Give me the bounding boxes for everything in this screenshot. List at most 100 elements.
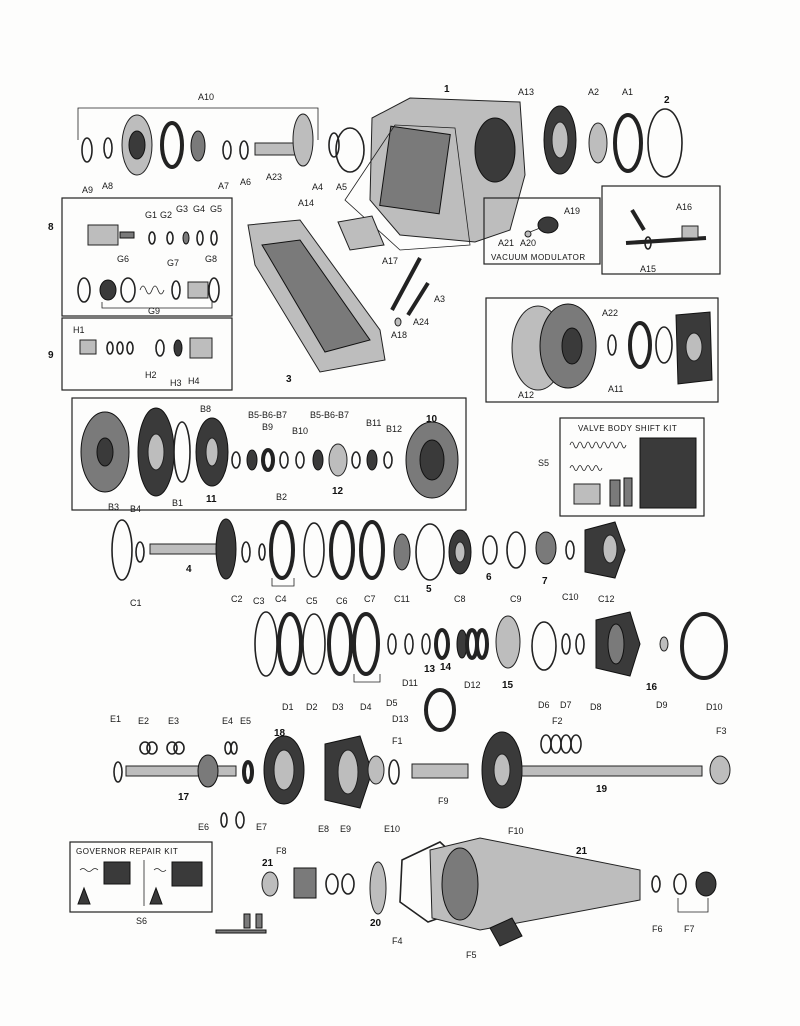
label-c12: C12	[598, 594, 615, 604]
label-g9: G9	[148, 306, 160, 316]
label-d10: D10	[706, 702, 723, 712]
box-governor-repair-kit: GOVERNOR REPAIR KIT S6	[69, 841, 213, 926]
label-b9: B9	[262, 422, 273, 432]
label-e6: E6	[198, 822, 209, 832]
label-h2: H2	[145, 370, 157, 380]
label-d13: D13	[392, 714, 409, 724]
part-a2	[588, 122, 608, 164]
label-g6: G6	[117, 254, 129, 264]
label-9: 9	[48, 350, 54, 361]
box-valve-body-shift-kit: VALVE BODY SHIFT KIT S5	[538, 417, 705, 517]
part-pump-cover	[292, 113, 314, 167]
part-a19	[537, 216, 559, 234]
box-group-b: B8 B5-B6-B7 B5-B6-B7 B9 B10 B11 B12 10 B…	[71, 397, 467, 514]
label-c7: C7	[364, 594, 376, 604]
part-21-extension-housing	[429, 837, 641, 931]
label-c6: C6	[336, 596, 348, 606]
label-s5: S5	[538, 458, 549, 468]
label-a3: A3	[434, 294, 445, 304]
part-c10	[565, 540, 575, 560]
part-a1	[613, 113, 643, 173]
label-a5: A5	[336, 182, 347, 192]
label-6: 6	[486, 572, 492, 583]
label-c10: C10	[562, 592, 579, 602]
part-e10	[388, 759, 400, 785]
label-b11: B11	[366, 418, 381, 428]
label-b1: B1	[172, 498, 183, 508]
label-e1: E1	[110, 714, 121, 724]
part-d9	[659, 636, 669, 652]
label-a16: A16	[676, 202, 692, 212]
part-c3	[258, 543, 266, 561]
group-a10: A10 A9 A8 A7 A6 A23 A4 A5	[77, 92, 365, 195]
label-d6: D6	[538, 700, 550, 710]
label-5: 5	[426, 584, 432, 595]
vacuum-modulator-frame	[483, 197, 601, 265]
part-pump-gear	[190, 130, 206, 162]
part-d7	[561, 633, 571, 655]
label-d3: D3	[332, 702, 344, 712]
label-1: 1	[444, 84, 450, 95]
box-a22-frame	[485, 297, 719, 403]
label-e4: E4	[222, 716, 233, 726]
label-d1: D1	[282, 702, 294, 712]
label-a12: A12	[518, 390, 534, 400]
part-d4	[352, 612, 380, 676]
label-d5: D5	[386, 698, 398, 708]
label-a11: A11	[608, 384, 623, 394]
part-d13	[424, 688, 456, 732]
label-e10: E10	[384, 824, 400, 834]
label-2: 2	[664, 95, 670, 106]
label-f8: F8	[276, 846, 287, 856]
label-13: 13	[424, 664, 436, 675]
part-2	[647, 108, 683, 178]
group-a1-a2-a13: A13 A2 A1 2	[518, 87, 683, 178]
part-d3	[327, 612, 353, 676]
row-d-parts: D1 D2 D3 D4 D5 D11 13 14 D12 15 D6 D7 D8…	[254, 611, 728, 732]
label-e3: E3	[168, 716, 179, 726]
label-g1: G1	[145, 210, 157, 220]
part-d1	[277, 612, 303, 676]
part-a11	[607, 334, 617, 356]
part-a24-tube	[406, 281, 430, 317]
label-a17: A17	[382, 256, 398, 266]
label-c3: C3	[253, 596, 265, 606]
label-e9: E9	[340, 824, 351, 834]
box-b-frame	[71, 397, 467, 511]
part-d6	[531, 621, 557, 671]
governor-repair-kit-title: GOVERNOR REPAIR KIT	[76, 847, 178, 856]
label-a23: A23	[266, 172, 282, 182]
label-e5: E5	[240, 716, 251, 726]
label-a1: A1	[622, 87, 633, 97]
label-a20: A20	[520, 238, 536, 248]
part-f5	[489, 917, 523, 947]
part-pump-gear-ring	[160, 121, 184, 169]
part-3-oil-pan: 3 A14 A17 A3 A24 A18	[247, 198, 445, 385]
part-f1	[367, 755, 385, 785]
part-c9	[506, 531, 526, 569]
label-c9: C9	[510, 594, 522, 604]
part-a3-tube	[390, 257, 422, 311]
part-b1	[173, 421, 191, 483]
label-e2: E2	[138, 716, 149, 726]
part-17-shaft	[125, 765, 237, 777]
label-16: 16	[646, 682, 658, 693]
label-b10: B10	[292, 426, 308, 436]
label-20: 20	[370, 918, 382, 929]
part-a9	[81, 137, 93, 163]
box-vacuum-modulator: A19 A21 A20 VACUUM MODULATOR	[483, 197, 601, 265]
label-d4: D4	[360, 702, 372, 712]
label-a6: A6	[240, 177, 251, 187]
part-c1	[135, 541, 145, 563]
part-a14-filter	[337, 215, 385, 251]
label-a10: A10	[198, 92, 214, 102]
part-20	[369, 861, 387, 915]
label-f10: F10	[508, 826, 524, 836]
label-b2: B2	[276, 492, 287, 502]
box-group-8: 8 G1 G2 G3 G4 G5 G6 G7 G8 G9	[48, 197, 233, 317]
label-e8: E8	[318, 824, 329, 834]
label-b5-b6-b7-left: B5-B6-B7	[248, 410, 287, 420]
label-d9: D9	[656, 700, 668, 710]
row-c-parts: 4 C1 C2 C3 C4 C5 C6 C7 C11 5 C8 6 C9 7 C…	[111, 518, 626, 608]
label-d8: D8	[590, 702, 602, 712]
